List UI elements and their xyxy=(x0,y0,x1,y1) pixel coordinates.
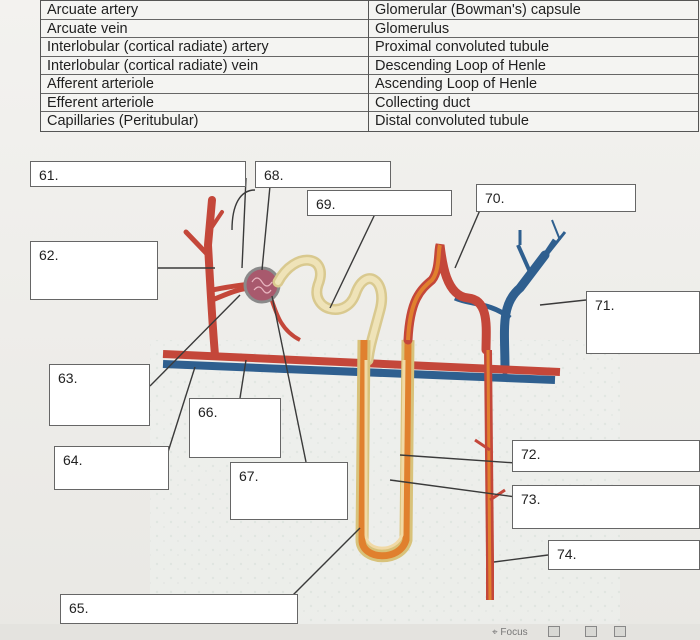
term-arcuate-artery: Arcuate artery xyxy=(41,1,368,20)
term-arcuate-vein: Arcuate vein xyxy=(41,20,368,38)
answer-box-62[interactable]: 62. xyxy=(30,241,158,300)
term-column-left: Arcuate artery Arcuate vein Interlobular… xyxy=(41,1,369,131)
loop-of-henle xyxy=(355,339,415,563)
answer-box-72[interactable]: 72. xyxy=(512,440,700,472)
view-icon[interactable] xyxy=(585,626,597,637)
term-afferent-arteriole: Afferent arteriole xyxy=(41,75,368,94)
label-number-66: 66. xyxy=(198,404,218,420)
label-number-73: 73. xyxy=(521,491,541,507)
term-table: Arcuate artery Arcuate vein Interlobular… xyxy=(40,0,699,132)
term-ascending-loop: Ascending Loop of Henle xyxy=(369,75,698,94)
efferent-arteriole xyxy=(268,294,301,342)
settings-icon[interactable] xyxy=(614,626,626,637)
answer-box-71[interactable]: 71. xyxy=(586,291,700,354)
term-bowmans-capsule: Glomerular (Bowman's) capsule xyxy=(369,1,698,20)
term-glomerulus: Glomerulus xyxy=(369,20,698,38)
answer-box-74[interactable]: 74. xyxy=(548,540,700,570)
term-interlobular-artery: Interlobular (cortical radiate) artery xyxy=(41,38,368,57)
distal-convoluted-tubule xyxy=(403,243,491,355)
focus-button[interactable]: ⌖ Focus xyxy=(492,627,528,638)
term-efferent-arteriole: Efferent arteriole xyxy=(41,94,368,112)
background-texture xyxy=(150,340,620,624)
label-number-64: 64. xyxy=(63,452,83,468)
answer-box-67[interactable]: 67. xyxy=(230,462,348,520)
focus-label: Focus xyxy=(500,627,528,638)
answer-box-68[interactable]: 68. xyxy=(255,161,391,188)
bottom-bar xyxy=(0,624,700,640)
answer-box-61[interactable]: 61. xyxy=(30,161,246,187)
label-number-62: 62. xyxy=(39,247,59,263)
label-number-74: 74. xyxy=(557,546,577,562)
label-number-63: 63. xyxy=(58,370,78,386)
term-capillaries: Capillaries (Peritubular) xyxy=(47,113,199,129)
label-number-72: 72. xyxy=(521,446,541,462)
label-number-61: 61. xyxy=(39,167,59,183)
term-interlobular-vein: Interlobular (cortical radiate) vein xyxy=(41,57,368,75)
label-number-71: 71. xyxy=(595,297,615,313)
term-proximal-tubule: Proximal convoluted tubule xyxy=(369,38,698,57)
answer-box-64[interactable]: 64. xyxy=(54,446,169,490)
leader-lines xyxy=(149,177,587,599)
label-number-67: 67. xyxy=(239,468,259,484)
label-number-70: 70. xyxy=(485,190,505,206)
answer-box-70[interactable]: 70. xyxy=(476,184,636,212)
term-distal-tubule: Distal convoluted tubule xyxy=(375,113,529,129)
label-number-65: 65. xyxy=(69,600,89,616)
term-descending-loop: Descending Loop of Henle xyxy=(369,57,698,75)
term-collecting-duct: Collecting duct xyxy=(369,94,698,112)
answer-box-73[interactable]: 73. xyxy=(512,485,700,529)
answer-box-63[interactable]: 63. xyxy=(49,364,150,426)
focus-icon: ⌖ xyxy=(492,627,498,638)
layout-icon[interactable] xyxy=(548,626,560,637)
answer-box-66[interactable]: 66. xyxy=(189,398,281,458)
label-number-69: 69. xyxy=(316,196,336,212)
answer-box-69[interactable]: 69. xyxy=(307,190,452,216)
interlobular-artery xyxy=(183,196,249,359)
label-number-68: 68. xyxy=(264,167,284,183)
answer-box-65[interactable]: 65. xyxy=(60,594,298,624)
term-column-right: Glomerular (Bowman's) capsule Glomerulus… xyxy=(369,1,698,131)
